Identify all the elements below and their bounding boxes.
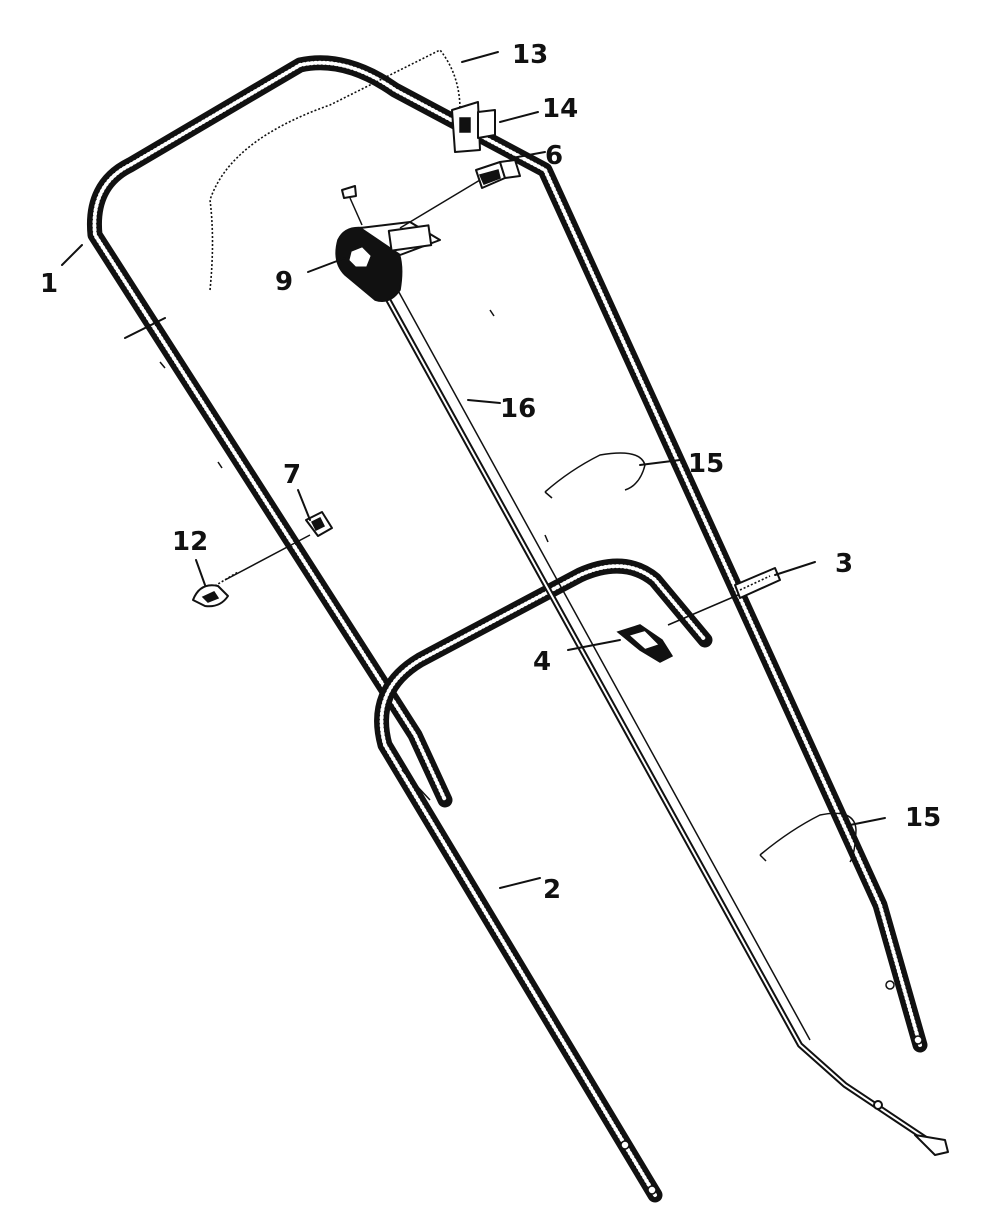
leader-lines: [61, 51, 886, 889]
handle-mark: [555, 1024, 561, 1032]
callout-9: 9: [275, 267, 293, 297]
callout-13: 13: [512, 40, 548, 70]
cable-bracket: [616, 624, 674, 663]
callout-15a: 15: [688, 449, 724, 479]
callout-12: 12: [172, 527, 208, 557]
callout-1: 1: [40, 269, 58, 299]
callout-16: 16: [500, 394, 536, 424]
handle-knob: [192, 534, 311, 608]
callout-2: 2: [543, 875, 561, 905]
cable-tie: [544, 452, 646, 499]
control-rod: [377, 283, 949, 1156]
handle-mark: [544, 534, 549, 543]
lower-handle: [374, 558, 713, 1203]
control-box: [335, 185, 441, 302]
lower-handle-hole: [647, 1185, 657, 1195]
control-cable: [209, 48, 461, 291]
cable-tie: [759, 812, 857, 863]
callout-15b: 15: [905, 803, 941, 833]
handle-mark: [401, 769, 431, 801]
upper-handle-hole: [913, 1035, 923, 1045]
handle-bolt: [667, 567, 781, 626]
control-knob: [399, 159, 521, 229]
callout-14: 14: [542, 94, 578, 124]
cable-clip: [451, 101, 496, 153]
upper-handle-hole: [885, 980, 895, 990]
callout-6: 6: [545, 141, 563, 171]
callout-3: 3: [835, 549, 853, 579]
cable-guide: [305, 511, 333, 537]
lower-handle-hole: [620, 1140, 630, 1150]
upper-handle: [86, 55, 928, 1053]
callout-7: 7: [283, 460, 301, 490]
handle-mark: [217, 461, 223, 469]
handle-mark: [159, 361, 166, 369]
callout-4: 4: [533, 647, 551, 677]
handle-mark: [489, 309, 495, 317]
